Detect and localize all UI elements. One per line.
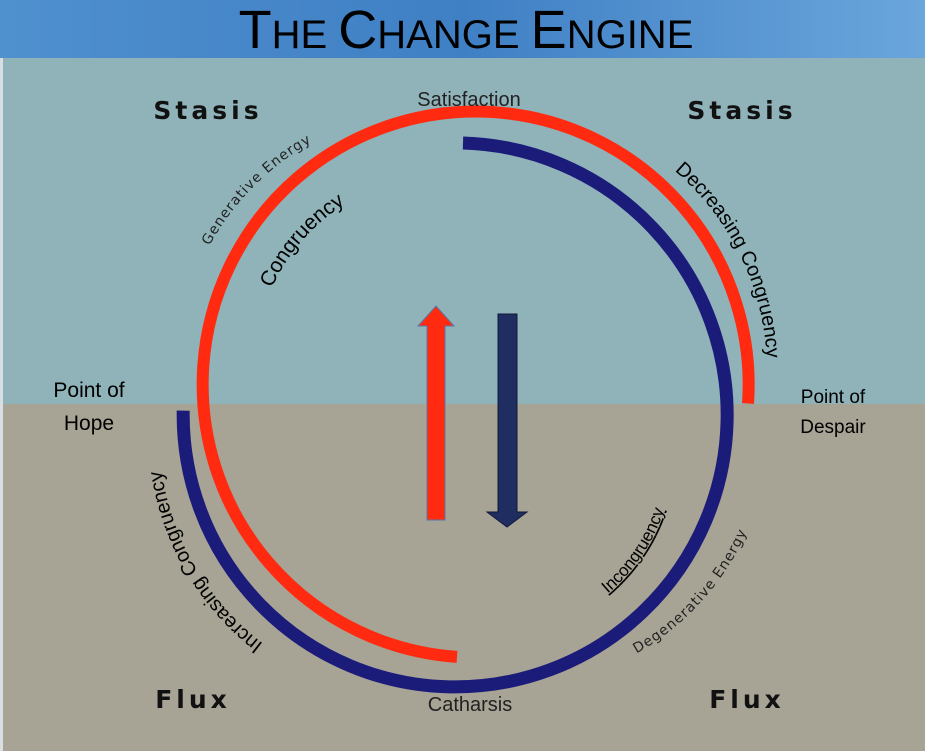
flux-label-left: Flux [155, 685, 231, 714]
title-band [0, 0, 925, 58]
page-title: THE CHANGE ENGINE [239, 0, 694, 60]
red-cycle-arc [196, 105, 755, 663]
stasis-label-left: Stasis [153, 96, 262, 125]
flux-label-right: Flux [709, 685, 785, 714]
catharsis-label: Catharsis [428, 694, 512, 716]
up-arrow [416, 305, 456, 521]
point-of-despair-line2: Despair [800, 417, 866, 438]
satisfaction-label: Satisfaction [417, 89, 520, 111]
left-edge [0, 58, 3, 751]
down-arrow [485, 313, 529, 528]
point-of-despair-line1: Point of [801, 387, 866, 408]
blue-cycle-arc [176, 136, 734, 694]
stasis-label-right: Stasis [687, 96, 796, 125]
point-of-hope-line2: Hope [64, 412, 114, 435]
point-of-hope-line1: Point of [53, 379, 124, 402]
